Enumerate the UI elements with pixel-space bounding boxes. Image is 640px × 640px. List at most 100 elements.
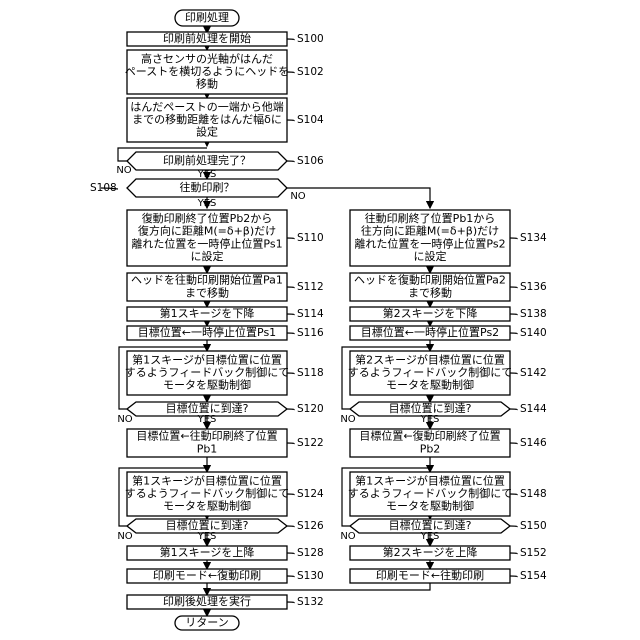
step-text: ヘッドを復動印刷開始位置Pa2	[354, 273, 506, 287]
step-label: S144	[520, 403, 547, 415]
step-text: 目標位置←一時停止位置Ps2	[361, 325, 499, 339]
step-text: モータを駆動制御	[386, 499, 474, 513]
decision-text: 目標位置に到達?	[389, 518, 472, 532]
step-text: するようフィードバック制御にて	[125, 365, 290, 379]
step-text: 離れた位置を一時停止位置Ps1	[131, 236, 282, 250]
yes-label: YES	[420, 414, 440, 425]
yes-label: YES	[420, 531, 440, 542]
step-text: に設定	[414, 249, 447, 263]
leader-line	[287, 602, 294, 603]
step-text: Pb1	[197, 442, 218, 455]
decision-s106: 印刷前処理完了？ S106	[127, 152, 324, 170]
leader-line	[287, 120, 294, 121]
left-step-4: 第1スキージが目標位置に位置するようフィードバック制御にてモータを駆動制御S11…	[125, 351, 324, 395]
left-step-7: 第1スキージが目標位置に位置するようフィードバック制御にてモータを駆動制御S12…	[125, 472, 324, 516]
left-step-3: 目標位置←一時停止位置Ps1 S116	[127, 325, 324, 340]
right-step-0: 往動印刷終了位置Pb1から往方向に距離M(=δ+β)だけ離れた位置を一時停止位置…	[350, 210, 547, 266]
right-step-9: 第2スキージを上降S152	[350, 545, 547, 560]
step-text: 復動印刷終了位置Pb2から	[142, 211, 273, 225]
step-label: S112	[297, 281, 324, 293]
left-step-9: 第1スキージを上降S128	[127, 545, 324, 560]
right-to-final	[207, 583, 430, 590]
right-decision-5: 目標位置に到達?S144	[350, 401, 547, 416]
right-step-3: 目標位置←一時停止位置Ps2 S140	[350, 325, 547, 340]
leader-line	[510, 553, 517, 554]
left-step-2: 第1スキージを下降S114	[127, 306, 324, 321]
final-step: 印刷後処理を実行 S132	[127, 594, 324, 609]
leader-line	[287, 409, 294, 410]
step-label: S128	[297, 547, 324, 559]
step-text: に設定	[191, 249, 224, 263]
decision-text: 目標位置に到達?	[166, 518, 249, 532]
terminal-text: リターン	[185, 616, 228, 629]
step-text: 第1スキージが目標位置に位置	[132, 473, 282, 487]
prep-step-2: はんだペーストの一端から他端までの移動距離をはんだ幅δに設定S104	[127, 98, 324, 142]
step-label: S132	[297, 596, 324, 608]
no-label: NO	[117, 414, 132, 425]
step-label: S154	[520, 570, 547, 582]
step-label: S136	[520, 281, 547, 293]
step-text: 印刷モード←往動印刷	[376, 568, 484, 582]
right-decision-8: 目標位置に到達? S150	[350, 518, 547, 533]
step-label: S124	[297, 488, 324, 500]
leader-line	[287, 333, 294, 334]
leader-line	[510, 409, 517, 410]
step-text: するようフィードバック制御にて	[348, 365, 513, 379]
step-text: 第2スキージが目標位置に位置	[355, 352, 505, 366]
step-text: 印刷モード←復動印刷	[153, 568, 261, 582]
yes-label: YES	[197, 414, 217, 425]
step-label: S140	[520, 327, 547, 339]
step-text: 復方向に距離M(=δ+β)だけ	[138, 224, 276, 238]
step-text: 高さセンサの光軸がはんだ	[141, 51, 273, 65]
yes-label: YES	[197, 531, 217, 542]
nodes: 印刷処理印刷前処理を開始S100高さセンサの光軸がはんだペーストを横切るようにヘ…	[90, 10, 547, 630]
no-label: NO	[116, 165, 131, 176]
decision-text: 目標位置に到達?	[166, 401, 249, 415]
step-label: S138	[520, 308, 547, 320]
step-text: 離れた位置を一時停止位置Ps2	[354, 236, 505, 250]
step-text: 往動印刷終了位置Pb1から	[365, 211, 496, 225]
right-step-4: 第2スキージが目標位置に位置するようフィードバック制御にてモータを駆動制御S14…	[348, 351, 547, 395]
step-label: S104	[297, 114, 324, 126]
leader-line	[287, 238, 294, 239]
step-label: S150	[520, 520, 547, 532]
step-label: S120	[297, 403, 324, 415]
leader-line	[287, 526, 294, 527]
step-text: 第1スキージが目標位置に位置	[355, 473, 505, 487]
no-branch-s108	[287, 188, 430, 208]
step-text: 目標位置←往動印刷終了位置	[136, 429, 277, 443]
step-text: までの移動距離をはんだ幅δに	[132, 112, 282, 126]
leader-line	[510, 526, 517, 527]
step-text: 移動	[196, 77, 218, 91]
decision-text: 往動印刷？	[180, 180, 235, 194]
step-label: S116	[297, 327, 324, 339]
step-text: 印刷前処理を開始	[163, 31, 251, 45]
no-label: NO	[290, 191, 305, 202]
leader-line	[287, 576, 294, 577]
leader-line	[287, 287, 294, 288]
step-text: 印刷後処理を実行	[163, 594, 251, 608]
leader-line	[510, 576, 517, 577]
decision-text: 印刷前処理完了？	[163, 153, 251, 167]
right-step-2: 第2スキージを下降S138	[350, 306, 547, 321]
step-label: S106	[297, 155, 324, 167]
step-text: まで移動	[408, 285, 452, 299]
step-label: S108	[90, 182, 117, 194]
step-text: モータを駆動制御	[163, 378, 251, 392]
decision-s108: 往動印刷？	[127, 179, 287, 197]
step-text: 第1スキージを下降	[160, 306, 255, 320]
step-text: 設定	[196, 125, 218, 139]
leader-line	[510, 314, 517, 315]
no-label: NO	[117, 531, 132, 542]
leader-line	[510, 287, 517, 288]
prep-step-0: 印刷前処理を開始S100	[127, 31, 324, 46]
step-label: S102	[297, 66, 324, 78]
step-text: するようフィードバック制御にて	[125, 486, 290, 500]
step-text: 目標位置←一時停止位置Ps1	[138, 325, 276, 339]
right-step-10: 印刷モード←往動印刷 S154	[350, 568, 547, 583]
no-label: NO	[340, 531, 355, 542]
step-label: S148	[520, 488, 547, 500]
step-text: するようフィードバック制御にて	[348, 486, 513, 500]
prep-step-1: 高さセンサの光軸がはんだペーストを横切るようにヘッドを移動S102	[125, 50, 324, 94]
